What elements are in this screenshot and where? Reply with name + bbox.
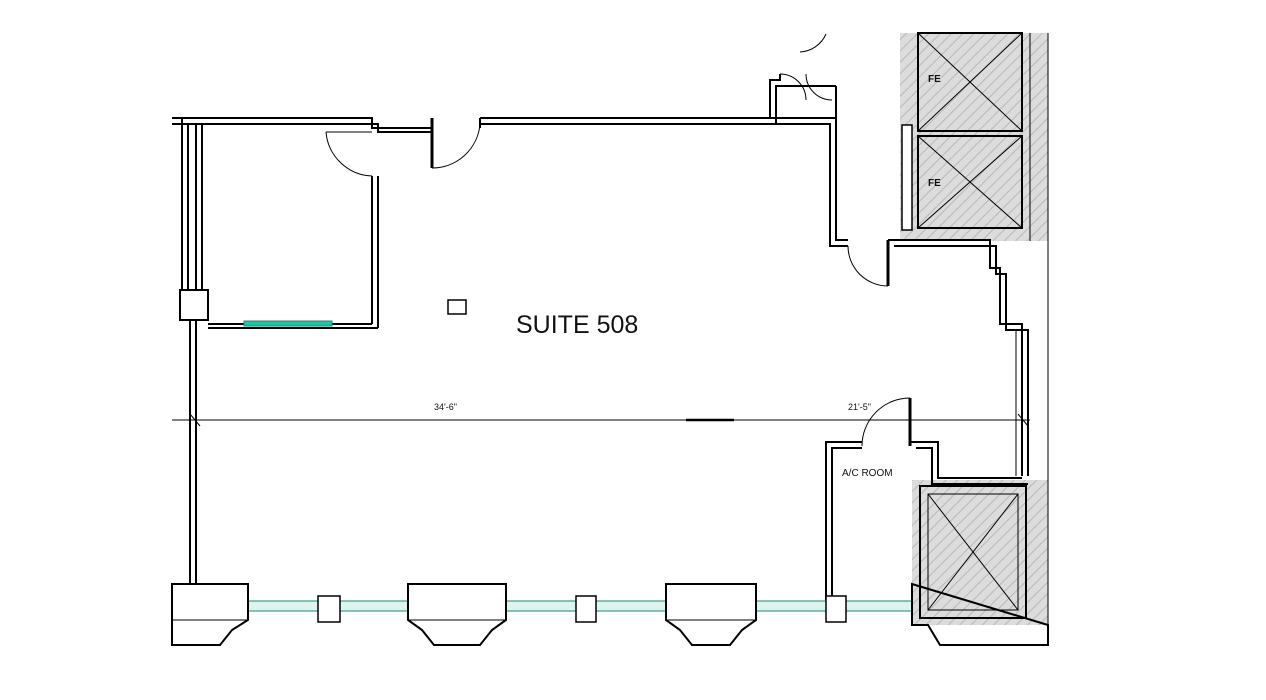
east-wall bbox=[888, 239, 1029, 476]
fe-label-2: FE bbox=[928, 178, 941, 189]
door-swing-icon bbox=[861, 397, 912, 447]
north-wall bbox=[172, 74, 848, 247]
fe-label-1: FE bbox=[928, 74, 941, 85]
suite-label: SUITE 508 bbox=[516, 311, 638, 339]
door-swing-icon bbox=[779, 33, 833, 101]
dimension-right: 21'-5" bbox=[848, 402, 871, 412]
dimension-left: 34'-6" bbox=[434, 402, 457, 412]
ac-room-label: A/C ROOM bbox=[842, 468, 893, 479]
south-wall bbox=[171, 582, 1049, 646]
door-swing-icon bbox=[847, 240, 890, 287]
dimension-line bbox=[172, 413, 1030, 427]
office-walls bbox=[208, 176, 379, 329]
west-wall bbox=[179, 118, 209, 584]
door-swing-icon bbox=[325, 131, 373, 177]
column-icon bbox=[447, 299, 467, 315]
elevator-shaft-icon bbox=[901, 32, 1023, 231]
ac-room-walls bbox=[825, 441, 1028, 600]
door-swing-icon bbox=[431, 118, 481, 169]
elevator-shaft-icon bbox=[919, 485, 1027, 619]
